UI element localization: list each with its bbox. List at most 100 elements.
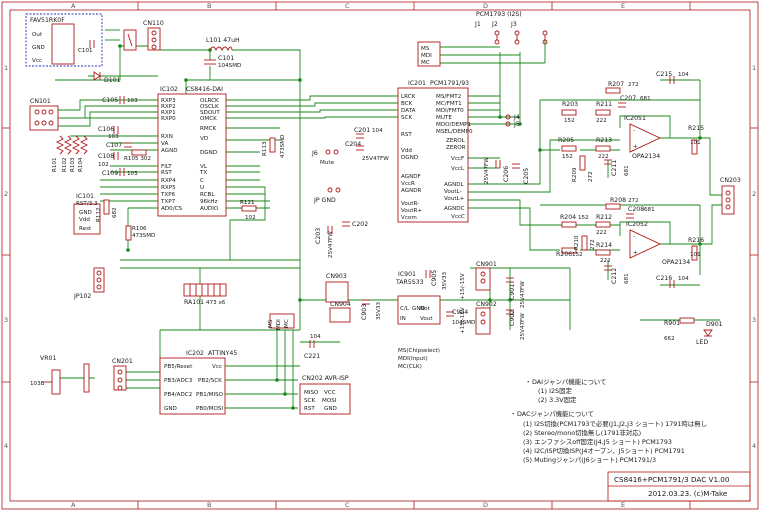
- grid-row-1-left: 1: [4, 64, 8, 72]
- r205-value: 152: [562, 154, 573, 160]
- signal-legend: MS(Chipselect) MDI(Input) MC(CLK): [398, 348, 440, 370]
- ic201-pin-mdo-demp1: MDO/DEMP1: [436, 122, 471, 128]
- c215-label: C215: [656, 71, 672, 78]
- c206-label: C206: [503, 166, 510, 182]
- r901-label: R901: [664, 320, 680, 327]
- ic901-ref: IC901: [398, 271, 416, 278]
- c207-label: C207: [620, 95, 636, 102]
- ic202-pin-pb2: PB2/SCK: [198, 378, 222, 384]
- pm15v-label: +15/-15V: [460, 273, 466, 300]
- c905-value: 35V33: [442, 271, 448, 290]
- ic201-pin-vcom: Vcom: [401, 215, 417, 221]
- r213-value: 222: [598, 154, 609, 160]
- ic102-pin-dgnd: DGND: [200, 150, 217, 156]
- supply-labels: +15/-15V +15/-15V: [460, 273, 466, 334]
- resistor-r203: R203 152: [561, 101, 578, 124]
- r102-label: R102: [62, 157, 68, 172]
- connector-cn904: CN904: [329, 301, 351, 323]
- c205-label: C205: [523, 168, 530, 184]
- resistor-r215: R215 101: [688, 125, 704, 155]
- dac-item-5: (5) Mutingジャンパ(J6ショート) PCM1791/3: [523, 456, 656, 464]
- grid-row-2-right: 2: [752, 190, 756, 198]
- title-block-title: CS8416+PCM1791/3 DAC V1.00: [614, 475, 730, 484]
- r210-value: 272: [590, 239, 596, 250]
- capacitor-c204: C204 25V47FW: [345, 141, 389, 162]
- resistor-r205: R205 152: [558, 137, 577, 160]
- led-d901: D901 LED: [696, 321, 723, 346]
- c207-value: 681: [640, 96, 651, 102]
- cn202-pin-mosi: MOSI: [322, 398, 337, 404]
- power-pin-gnd: GND: [32, 45, 45, 51]
- r901-value: 662: [664, 336, 675, 342]
- c221-label: C221: [304, 353, 320, 360]
- ic201-pin-ms-fmt2: MS/FMT2: [436, 94, 461, 100]
- capacitor-c201: C201 104: [354, 127, 383, 139]
- c106-value: 103: [108, 134, 119, 140]
- ic201-pin-vccr: VccR: [401, 181, 415, 187]
- r206-label: R206: [556, 251, 572, 258]
- capacitor-c215: C215 104: [656, 71, 689, 84]
- c203-label: C203: [315, 228, 322, 244]
- dac-item-2: (2) Stereo/mono切換無し(1791非対応): [523, 428, 641, 437]
- ic201-pin-zerol: ZEROL: [446, 138, 466, 144]
- legend-mdi: MDI(Input): [398, 356, 428, 362]
- ic201-pin-mute: MUTE: [436, 115, 452, 121]
- ic102-pin-96khz: 96kHz: [200, 199, 218, 205]
- led-label: LED: [696, 339, 708, 346]
- opamp-ic2051: - + IC2051 OPA2134: [624, 115, 662, 160]
- c204-value: 25V47FW: [362, 156, 389, 162]
- ic102-pin-vl: VL: [200, 164, 208, 170]
- ic201-pin-vccf: VccF: [451, 156, 464, 162]
- ic201-pin-agndr: AGNDR: [401, 188, 422, 194]
- ic201-pin-voutr-plus: VoutR+: [401, 208, 422, 214]
- ic101-ref: IC101: [76, 193, 94, 200]
- ic102-pin-rst: RST: [161, 170, 172, 176]
- ic202-ref: IC202: [186, 350, 204, 357]
- ic101-pin-vdd: Vdd: [79, 217, 90, 223]
- power-pin-vcc: Vcc: [32, 58, 42, 64]
- c211-label: C211: [611, 160, 618, 176]
- ms-lower-label: MS: [268, 319, 274, 328]
- r216-value: 101: [690, 252, 701, 258]
- capacitor-c205: C205: [512, 163, 530, 184]
- cn202-pin-gnd: GND: [324, 406, 337, 412]
- ic101-reset: IC101 RST/3.3 GND Vdd Rest: [73, 193, 101, 235]
- c901-label: C901: [509, 284, 516, 300]
- ic201-pin-vccl: VccL: [451, 166, 465, 172]
- ic901-pin-cl: C/L: [400, 306, 410, 312]
- mute-label: Mute: [320, 160, 335, 166]
- inductor-l101: L101 47uH: [206, 37, 240, 52]
- j5-label: J5: [513, 121, 520, 128]
- r210-label: R210: [574, 235, 580, 250]
- grid-row-3-left: 3: [4, 316, 8, 324]
- cn202-pin-vcc: VCC: [324, 390, 336, 396]
- resistor-r112: R112 682: [96, 199, 118, 222]
- r121-value: 102: [245, 215, 256, 221]
- ic102-pin-rxn: RXN: [161, 134, 173, 140]
- ic901-pin-not: Not: [420, 306, 431, 312]
- capacitor-c221: C221 104: [304, 334, 321, 360]
- power-cap-label: C101: [78, 48, 93, 54]
- pm15v-label-2: +15/-15V: [460, 307, 466, 334]
- resistor-r209: R209 272: [572, 155, 594, 182]
- ic202-pin-pb5: PB5/Reset: [164, 364, 193, 370]
- ic202-pin-pb3: PB3/ADC3: [164, 378, 193, 384]
- mdi-lower-label: MDI: [276, 319, 282, 330]
- j3-label: J3: [510, 21, 517, 28]
- ic102-pin-va: VA: [161, 141, 168, 147]
- ic201-pin-rst: RST: [401, 132, 412, 138]
- c902-label: C902: [509, 310, 516, 326]
- ic901-pin-gnd: GND: [412, 306, 425, 312]
- jp-gnd-label: JP GND: [313, 197, 336, 204]
- ic2051-ref: IC2051: [624, 115, 646, 122]
- ic102-pin-filt: FILT: [161, 164, 172, 170]
- ic201-part: PCM1791/93: [430, 80, 469, 87]
- dac-item-3: (3) エンファシスoff固定(J4,J5 ショート) PCM1793: [523, 437, 672, 446]
- cn202-pin-rst: RST: [304, 406, 315, 412]
- svg-text:-: -: [633, 234, 635, 240]
- r112-label: R112: [96, 207, 102, 222]
- ic102-pin-olrck: OLRCK: [200, 98, 219, 104]
- ic201-pin-lrck: LRCK: [401, 94, 416, 100]
- ic201-ref: IC201: [408, 80, 426, 87]
